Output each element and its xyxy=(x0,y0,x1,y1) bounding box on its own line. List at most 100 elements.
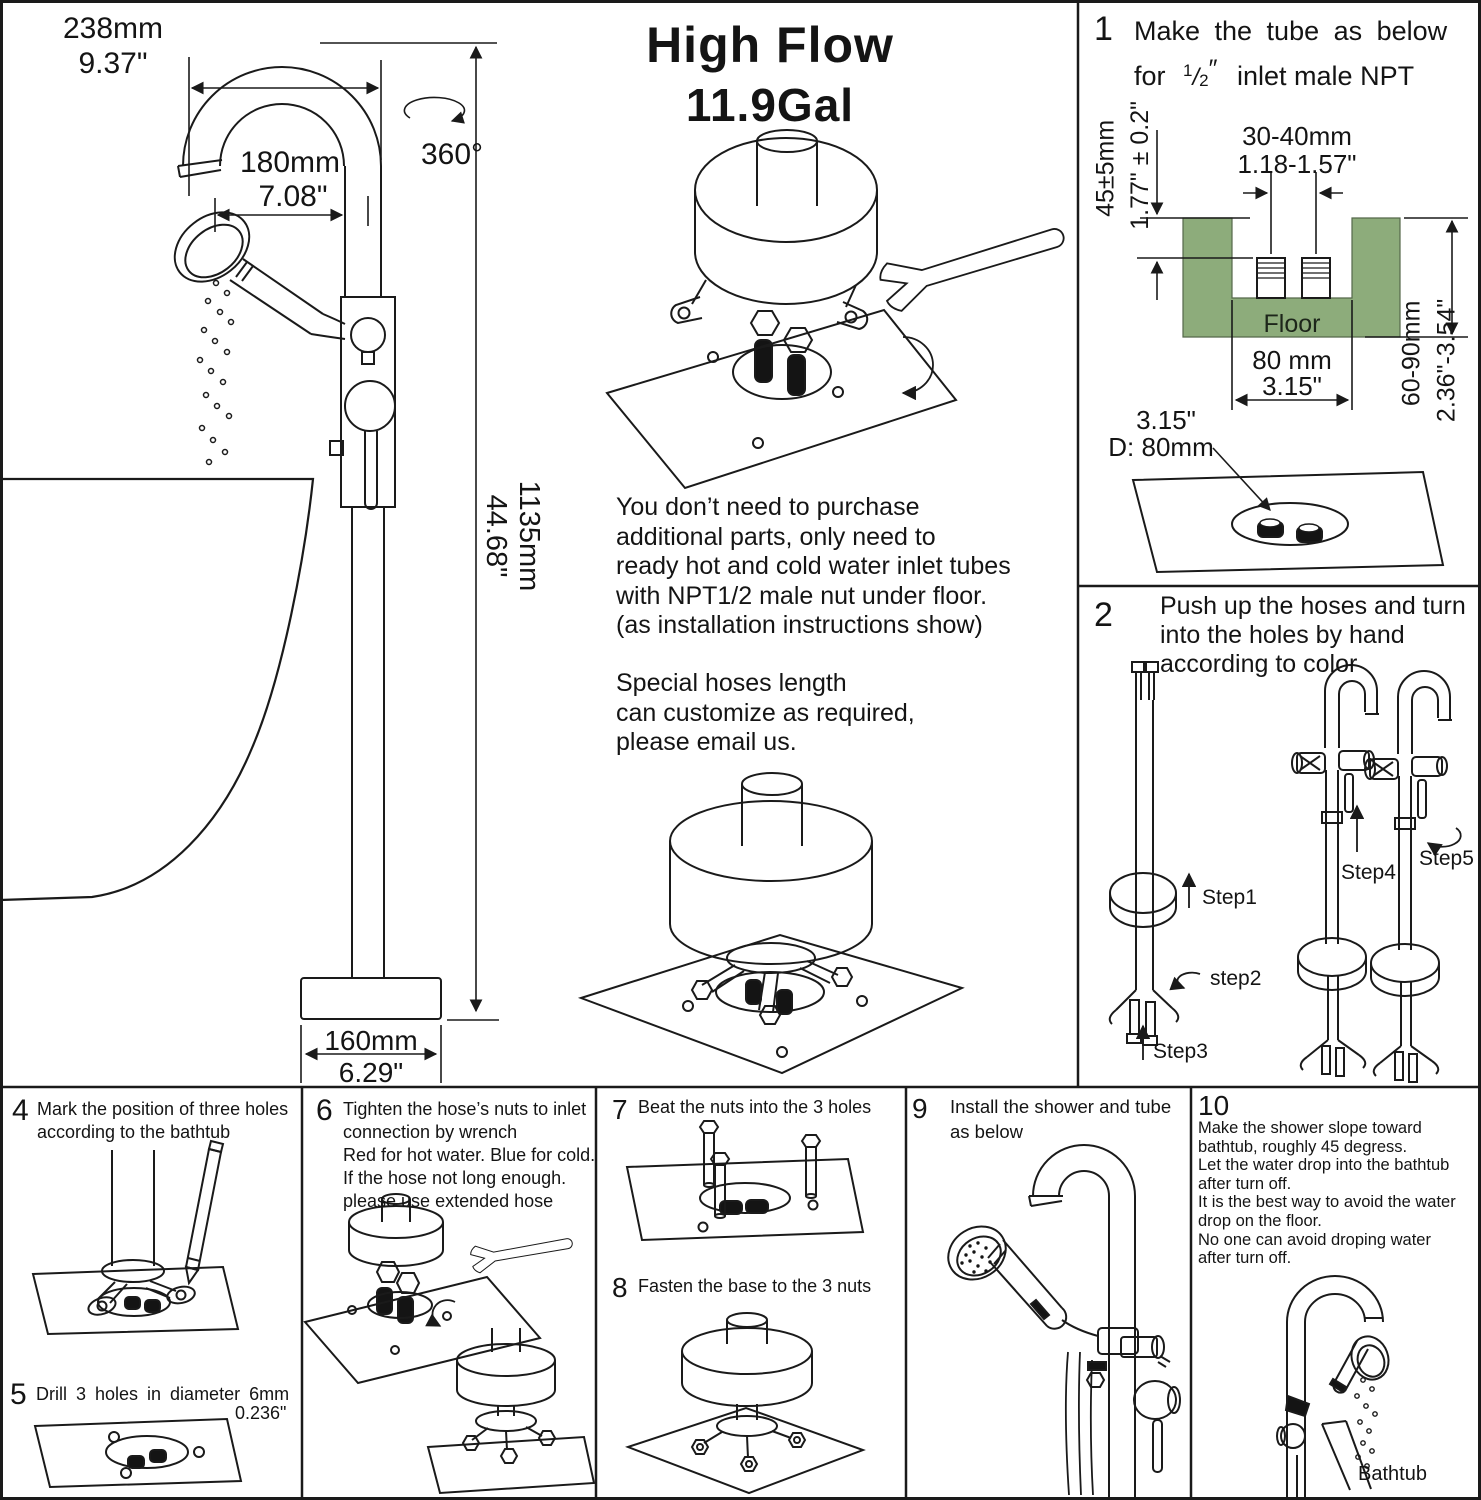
bathtub-label: Bathtub xyxy=(1358,1463,1427,1485)
step4-artwork xyxy=(31,1139,240,1336)
water-droplets xyxy=(1354,1377,1378,1469)
dim-hole-mm: 80 mm xyxy=(1252,345,1332,375)
step6-artwork xyxy=(303,1193,596,1495)
drilled-plate xyxy=(33,1417,243,1489)
step6-title: Tighten the hose’s nuts to inlet connect… xyxy=(343,1098,595,1213)
step2-artwork xyxy=(1108,661,1462,1083)
diverter-knob xyxy=(350,317,386,353)
step10-line: No one can avoid droping water xyxy=(1198,1230,1431,1249)
deck-hole xyxy=(732,344,832,400)
wrench-icon xyxy=(875,210,1072,316)
foot-nut xyxy=(739,1456,759,1472)
step7-artwork xyxy=(625,1120,865,1242)
step6-number: 6 xyxy=(316,1094,333,1127)
step1-for: for xyxy=(1134,61,1166,91)
dim-reach-mm: 180mm xyxy=(239,146,341,179)
step4-line: Mark the position of three holes xyxy=(37,1099,289,1119)
step9-title: Install the shower and tube as below xyxy=(950,1094,1171,1144)
note-line: please email us. xyxy=(616,728,797,756)
deck-hole xyxy=(699,1182,791,1214)
step6-line: please use extended hose xyxy=(343,1191,554,1211)
step6-line: Red for hot water. Blue for cold. xyxy=(343,1145,596,1165)
dim-span-mm: 30-40mm xyxy=(1242,121,1352,151)
inlet-tube-hot xyxy=(745,979,762,1005)
step10-line: Let the water drop into the bathtub xyxy=(1198,1156,1450,1175)
headline-line2: 11.9Gal xyxy=(685,79,855,131)
step10-number: 10 xyxy=(1198,1090,1230,1121)
base-cover xyxy=(694,137,878,243)
dim-thick-in: 2.36"-3.54" xyxy=(1432,298,1461,423)
water-droplets xyxy=(196,279,235,466)
foot-nut xyxy=(830,967,854,987)
step10-line: after turn off. xyxy=(1198,1174,1292,1193)
hose-clamp xyxy=(329,440,344,456)
deck-plate xyxy=(303,1275,542,1385)
step5-number: 5 xyxy=(10,1378,27,1411)
pencil-icon xyxy=(184,1139,225,1286)
step9-line: Install the shower and tube xyxy=(950,1096,1172,1117)
dim-base-in: 6.29" xyxy=(338,1057,404,1088)
note-line: (as installation instructions show) xyxy=(616,611,983,639)
dim-depth-mm: 45±5mm xyxy=(1091,119,1120,217)
bathtub-wall xyxy=(1321,1420,1372,1491)
frac-slash: / xyxy=(1192,64,1200,91)
step5-artwork xyxy=(33,1417,243,1489)
bathtub-outline xyxy=(0,477,315,902)
deck-plate xyxy=(577,933,965,1075)
dim-depth-in: 1.77" ± 0.2" xyxy=(1126,100,1155,230)
step8-title: Fasten the base to the 3 nuts xyxy=(638,1276,872,1296)
note-line: can customize as required, xyxy=(616,698,915,727)
floor-base xyxy=(300,977,442,1020)
label-step2: step2 xyxy=(1210,967,1262,990)
headline-line1: High Flow xyxy=(646,17,894,73)
mount-wing-right xyxy=(836,301,869,331)
main-faucet-drawing xyxy=(0,42,499,1083)
cross-handle xyxy=(1296,752,1326,774)
step4-line: according to the bathtub xyxy=(37,1122,231,1142)
gooseneck-spout xyxy=(1032,1144,1136,1197)
inlet-tube-cold xyxy=(787,354,806,396)
step2-title: Push up the hoses and turn into the hole… xyxy=(1160,592,1466,679)
half-inch-fraction: 1/2″ xyxy=(1183,55,1217,91)
escutcheon-ring xyxy=(1297,937,1367,977)
foot-nut xyxy=(690,980,714,1000)
step8-number: 8 xyxy=(612,1272,628,1303)
floor-dimension-lines xyxy=(1137,130,1468,511)
dim-height-mm: 1135mm xyxy=(513,480,545,592)
label-step1: Step1 xyxy=(1202,886,1257,909)
hose-nut xyxy=(375,1261,401,1283)
side-handle xyxy=(1338,750,1370,771)
deck-hole xyxy=(715,971,825,1013)
hand-shower xyxy=(947,1225,1068,1330)
step2-number: 2 xyxy=(1094,596,1113,634)
step10-title: Make the shower slope toward bathtub, ro… xyxy=(1198,1119,1456,1268)
drilled-plate xyxy=(1131,470,1445,574)
step10-line: bathtub, roughly 45 degress. xyxy=(1198,1137,1408,1156)
step9-artwork xyxy=(947,1144,1181,1497)
hose-nut xyxy=(782,327,814,353)
rotation-arrow-icon xyxy=(403,96,466,124)
dimension-lines xyxy=(188,42,499,1083)
frac-den: 2 xyxy=(1199,71,1209,90)
step1-title-line1: Make the tube as below xyxy=(1134,16,1448,46)
step6-line: If the hose not long enough. xyxy=(343,1168,567,1188)
lever xyxy=(1344,773,1354,813)
step6-line: Tighten the hose’s nuts to inlet xyxy=(343,1099,587,1119)
step1-rest: inlet male NPT xyxy=(1237,61,1415,91)
inlet-tube-cold xyxy=(776,989,793,1015)
callout-mm: D: 80mm xyxy=(1108,432,1214,462)
faucet-column-hoses-up xyxy=(1108,661,1180,1046)
note-paragraph-1: You don’t need to purchase additional pa… xyxy=(616,493,1011,641)
hose-lines xyxy=(1064,1351,1094,1496)
step5-title: Drill 3 holes in diameter 6mm xyxy=(36,1384,290,1404)
step10-line: Make the shower slope toward xyxy=(1198,1119,1422,1137)
mounting-base-exploded-top xyxy=(605,129,1072,490)
step8-artwork xyxy=(625,1312,866,1495)
threaded-inlet-studs xyxy=(1256,257,1331,299)
label-step5: Step5 xyxy=(1419,847,1474,870)
valve-housing xyxy=(329,296,396,978)
dim-height-in: 44.68" xyxy=(480,494,512,578)
step4-number: 4 xyxy=(12,1094,29,1127)
